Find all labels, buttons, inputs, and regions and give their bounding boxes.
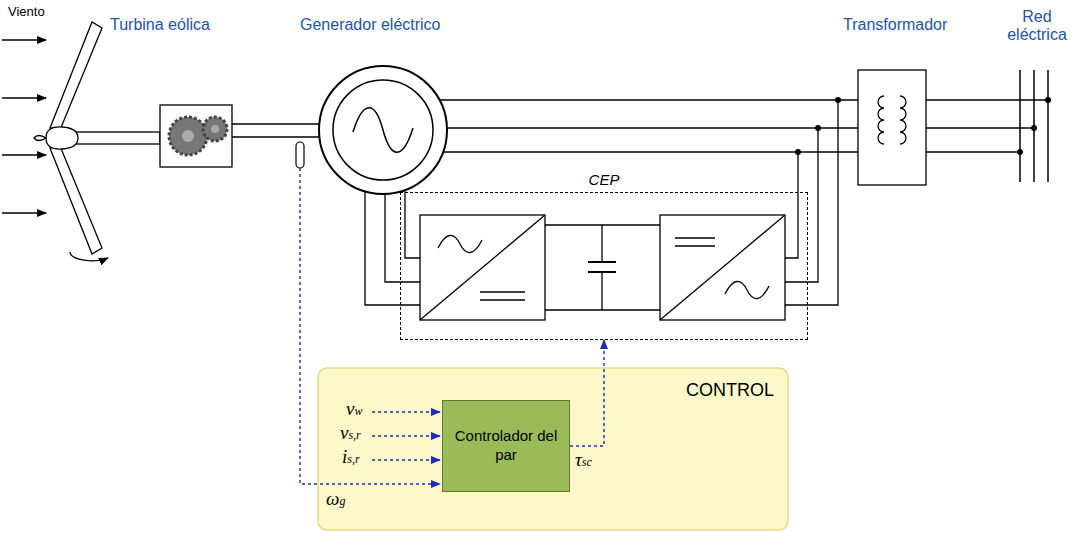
node-text: Controlador del par (450, 427, 562, 465)
speed-signal-line (300, 168, 440, 484)
torque-controller-box: Controlador del par (442, 400, 570, 492)
transformer (858, 70, 926, 185)
speed-sensor (296, 142, 304, 168)
control-panel-ground (318, 368, 788, 530)
control-signal-arrow (570, 340, 604, 446)
fast-shaft (232, 124, 320, 137)
signal-name: vs,r (340, 422, 361, 444)
power-converter (420, 215, 785, 320)
panel-heading: CONTROL (686, 380, 774, 401)
component-name: Generador eléctrico (300, 16, 441, 34)
stator-lines (430, 100, 1048, 152)
grid-bus (1020, 70, 1048, 182)
wind-arrows (2, 40, 46, 213)
signal-name: is,r (342, 446, 360, 468)
component-name: Turbina eólica (110, 16, 210, 34)
generator (319, 66, 447, 194)
group-heading: CEP (401, 171, 807, 188)
component-name: Red eléctrica (1002, 8, 1072, 45)
wind-label: Viento (8, 4, 45, 19)
control-panel: CONTROL Controlador del par (318, 368, 788, 530)
signal-name: ωg (326, 488, 345, 510)
turbine-rotor (34, 22, 160, 261)
gearbox (160, 105, 232, 167)
input-signal-arrows (372, 412, 440, 460)
edge-label: τsc (574, 449, 593, 471)
component-name: Transformador (843, 16, 947, 34)
power-converter-group: CEP (400, 192, 808, 340)
grid-side-leads (785, 100, 838, 305)
signal-name: vw (346, 398, 362, 420)
